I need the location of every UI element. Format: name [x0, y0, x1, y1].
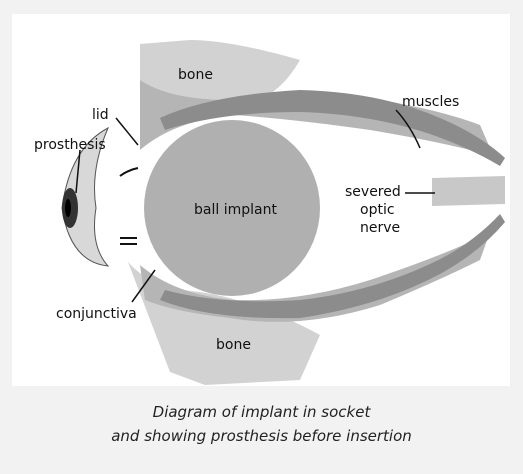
label-ball-implant: ball implant — [194, 202, 277, 218]
prosthesis-pupil — [65, 199, 71, 217]
label-muscles: muscles — [402, 94, 459, 110]
label-bone-top: bone — [178, 67, 213, 83]
label-prosthesis: prosthesis — [34, 137, 106, 153]
label-lid: lid — [92, 107, 109, 123]
caption-line-1: Diagram of implant in socket — [0, 403, 523, 421]
label-bone-bottom: bone — [216, 337, 251, 353]
optic-nerve — [432, 176, 505, 206]
label-optic: optic — [360, 202, 395, 218]
caption-line-2: and showing prosthesis before insertion — [0, 427, 523, 445]
label-nerve: nerve — [360, 220, 400, 236]
label-severed: severed — [345, 184, 401, 200]
label-conjunctiva: conjunctiva — [56, 306, 137, 322]
